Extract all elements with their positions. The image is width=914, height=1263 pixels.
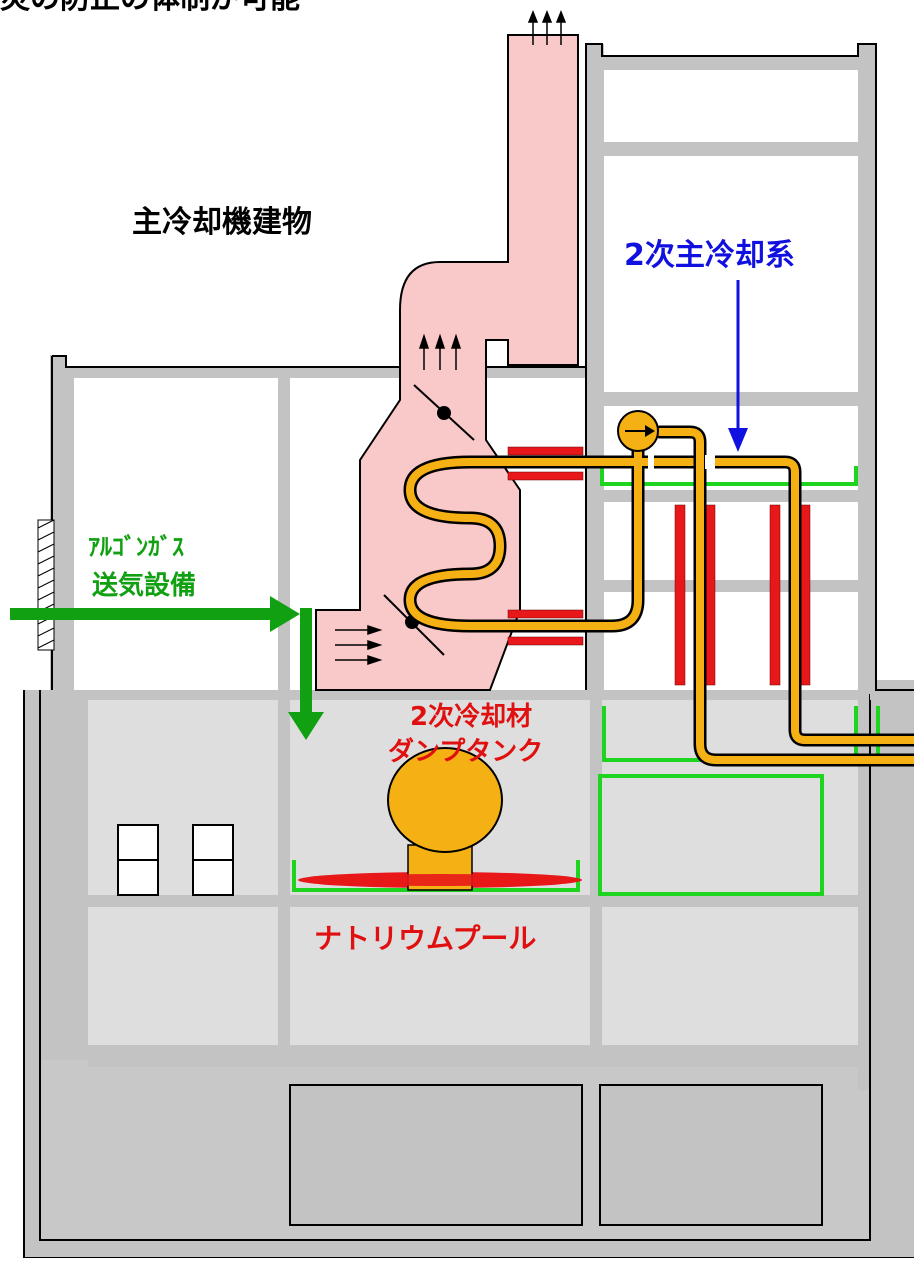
dump-tank bbox=[300, 747, 580, 891]
air-cooler-stack bbox=[315, 34, 579, 691]
argon-gas-label-line2: 送気設備 bbox=[92, 570, 196, 601]
damper-icon bbox=[383, 384, 475, 656]
wall-louver bbox=[37, 519, 55, 651]
sodium-pool-label: ナトリウムプール bbox=[314, 922, 536, 955]
airflow-arrow-icon bbox=[335, 9, 567, 666]
argon-gas-flow-arrow bbox=[10, 596, 324, 740]
secondary-loop-pipe bbox=[403, 425, 914, 767]
secondary-loop-pointer-arrow bbox=[728, 280, 748, 452]
argon-gas-label-line1: ｱﾙｺﾞﾝｶﾞｽ bbox=[88, 533, 184, 561]
basement-windows bbox=[117, 824, 234, 896]
top-cut-text: 災の防止の体制が可能 bbox=[0, 0, 300, 16]
dump-tank-label-line2: ダンプタンク bbox=[388, 736, 543, 767]
dump-tank-label-line1: 2次冷却材 bbox=[410, 701, 532, 732]
building-name-label: 主冷却機建物 bbox=[132, 205, 312, 240]
pump-icon bbox=[617, 410, 659, 452]
secondary-main-cooling-label: 2次主冷却系 bbox=[624, 238, 795, 273]
preheater-elements bbox=[507, 446, 811, 686]
right-tall-building bbox=[585, 43, 914, 700]
